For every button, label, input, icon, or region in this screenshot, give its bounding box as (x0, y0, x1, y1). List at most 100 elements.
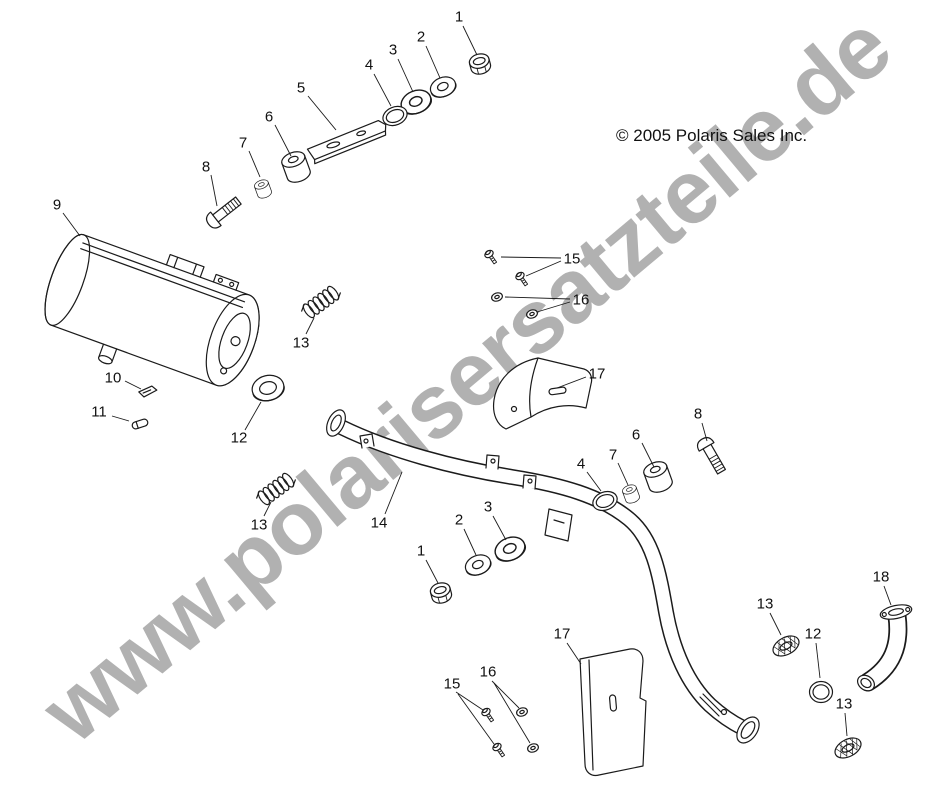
exhaust-gasket-drawing (248, 371, 288, 405)
shield-washer-drawing (514, 705, 530, 719)
callout-line (373, 73, 392, 107)
callout-line (307, 95, 337, 131)
part-number-label: 1 (417, 543, 425, 560)
part-number-label: 3 (484, 499, 492, 516)
part-number-label: 13 (293, 335, 310, 352)
part-number-label: 16 (573, 292, 590, 309)
callout-line (457, 693, 495, 745)
part-number-label: 9 (53, 197, 61, 214)
part-number-label: 15 (444, 676, 461, 693)
exhaust-spring-drawing (253, 469, 299, 509)
callout-line (455, 691, 484, 711)
part-number-label: 6 (265, 109, 273, 126)
callout-line (844, 712, 848, 737)
callout-line (124, 380, 142, 390)
callout-line (492, 515, 507, 541)
bolt-drawing (202, 193, 245, 232)
part-number-label: 18 (873, 569, 890, 586)
callout-line (425, 559, 439, 584)
callout-line (463, 528, 477, 556)
callout-line (617, 462, 629, 486)
part-number-label: 1 (455, 9, 463, 26)
heat-shield-drawing (579, 648, 647, 777)
callout-line (525, 260, 562, 277)
part-number-label: 2 (417, 29, 425, 46)
part-number-label: 13 (251, 517, 268, 534)
part-number-label: 17 (554, 626, 571, 643)
callout-line (556, 376, 587, 389)
callout-line (493, 682, 531, 744)
muffler-drawing (44, 233, 260, 387)
spacer-drawing (278, 148, 314, 186)
bolt-drawing (694, 434, 730, 477)
exhaust-spring-drawing (298, 282, 344, 322)
part-number-label: 4 (365, 57, 373, 74)
mesh-gasket-drawing (831, 733, 865, 763)
callout-line (248, 150, 261, 178)
spacer-drawing (640, 458, 676, 496)
washer-drawing (490, 532, 530, 566)
part-number-label: 7 (609, 447, 617, 464)
part-number-label: 16 (480, 664, 497, 681)
bushing-drawing (620, 482, 642, 506)
callout-line (425, 45, 441, 79)
part-number-label: 2 (455, 512, 463, 529)
pin-drawing (138, 385, 158, 398)
part-number-label: 12 (231, 430, 248, 447)
callout-line (536, 301, 571, 313)
callout-line (274, 124, 292, 157)
callout-line (462, 25, 478, 56)
pipe-hanger-tab (485, 454, 500, 470)
bushing-drawing (252, 177, 274, 201)
shield-bolt-drawing (482, 248, 500, 267)
part-number-label: 17 (589, 366, 606, 383)
part-number-label: 8 (694, 406, 702, 423)
mount-bracket-drawing (306, 119, 387, 165)
callout-line (769, 612, 782, 636)
exhaust-pipe-drawing (326, 409, 760, 744)
callout-line (701, 422, 708, 442)
part-number-label: 3 (389, 42, 397, 59)
pipe-inlet-flange (326, 409, 346, 437)
washer-drawing (461, 550, 495, 580)
part-number-label: 10 (105, 370, 122, 387)
elbow-pipe-drawing (857, 604, 913, 692)
shield-washer-drawing (525, 741, 541, 755)
callout-line (566, 642, 582, 665)
callout-line (504, 296, 571, 300)
part-number-label: 4 (577, 456, 585, 473)
callout-line (305, 317, 315, 335)
part-number-label: 12 (805, 626, 822, 643)
shield-bolt-drawing (513, 270, 531, 289)
callout-line (111, 415, 130, 422)
shield-washer-drawing (524, 307, 540, 321)
callout-line (586, 471, 602, 492)
washer-drawing (426, 72, 460, 102)
callout-lines (62, 25, 892, 745)
callout-line (641, 442, 655, 468)
part-number-label: 13 (757, 596, 774, 613)
mesh-gasket-drawing (769, 631, 803, 661)
callout-line (815, 642, 821, 679)
pipe-tab (359, 433, 375, 449)
shield-bolt-drawing (479, 706, 497, 725)
callout-line (384, 471, 403, 515)
seal-ring-drawing (808, 680, 834, 704)
pipe-hanger-tab (522, 474, 537, 490)
callout-line (491, 680, 520, 709)
pipe-outlet-flange (736, 716, 760, 744)
part-number-label: 8 (202, 159, 210, 176)
part-number-label: 6 (632, 427, 640, 444)
pipe-clamp (699, 693, 723, 717)
callout-line (62, 212, 81, 237)
callout-line (397, 58, 414, 93)
callout-line (244, 401, 262, 431)
part-drawings (44, 51, 913, 777)
part-number-label: 5 (297, 80, 305, 97)
part-number-label: 7 (239, 135, 247, 152)
callout-line (883, 585, 892, 606)
part-number-label: 14 (371, 515, 388, 532)
